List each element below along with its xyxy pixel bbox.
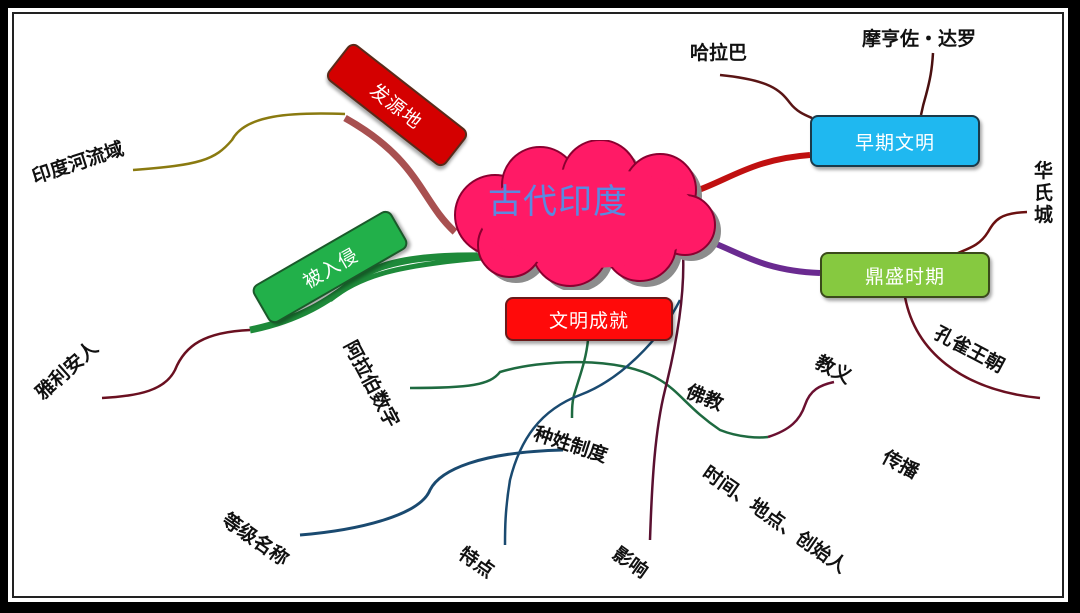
- branch-achievements-label: 文明成就: [548, 309, 629, 332]
- branch-peak-period[interactable]: 鼎盛时期: [820, 252, 990, 298]
- branch-early-civilization[interactable]: 早期文明: [810, 115, 980, 167]
- branch-peak-period-label: 鼎盛时期: [864, 265, 945, 288]
- branch-early-civilization-label: 早期文明: [854, 131, 935, 154]
- branch-achievements[interactable]: 文明成就: [505, 297, 673, 341]
- central-cloud-shape: [454, 140, 721, 290]
- leaf-pataliputra[interactable]: 华氏城: [1034, 160, 1054, 226]
- central-topic-label[interactable]: 古代印度: [488, 182, 628, 222]
- leaf-mohenjo-daro[interactable]: 摩亨佐・达罗: [862, 28, 977, 50]
- leaf-harappa[interactable]: 哈拉巴: [690, 42, 748, 64]
